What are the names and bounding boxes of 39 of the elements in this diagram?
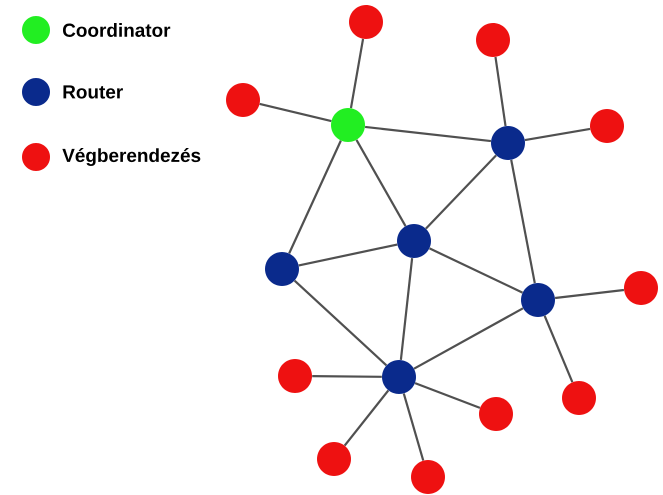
node-circle bbox=[624, 271, 658, 305]
connector-line bbox=[425, 154, 497, 230]
node-circle bbox=[397, 224, 431, 258]
node-circle bbox=[278, 359, 312, 393]
node-circle bbox=[349, 5, 383, 39]
node-circle bbox=[265, 252, 299, 286]
connector-line bbox=[554, 288, 624, 300]
connector-line bbox=[402, 393, 424, 461]
connector-line bbox=[414, 307, 524, 370]
node-circle bbox=[226, 83, 260, 117]
connector-line bbox=[298, 243, 398, 266]
connector-line bbox=[414, 382, 480, 409]
connector-line bbox=[429, 247, 523, 294]
node-circle bbox=[479, 397, 513, 431]
connector-line bbox=[400, 258, 414, 360]
legend-label: Coordinator bbox=[63, 23, 170, 37]
connector-line bbox=[356, 139, 406, 227]
legend-label: Végberendezés bbox=[62, 148, 200, 166]
legend-label: Router bbox=[63, 85, 123, 99]
node-circle bbox=[491, 126, 525, 160]
connector-line bbox=[312, 375, 382, 378]
node-circle bbox=[562, 381, 596, 415]
node-circle bbox=[317, 442, 351, 476]
connector-line bbox=[494, 56, 507, 126]
connector-line bbox=[364, 126, 492, 142]
connector-line bbox=[294, 280, 388, 366]
node-circle bbox=[382, 360, 416, 394]
node-circle bbox=[476, 23, 510, 57]
node-circle bbox=[521, 283, 555, 317]
connector-line bbox=[259, 102, 332, 122]
connector-line bbox=[510, 160, 536, 284]
node-circle bbox=[331, 108, 365, 142]
node-circle bbox=[590, 109, 624, 143]
connector-line bbox=[524, 128, 590, 142]
connector-line bbox=[344, 390, 390, 446]
node-circle bbox=[411, 460, 445, 494]
connector-line bbox=[350, 38, 364, 108]
connector-line bbox=[288, 140, 342, 254]
connector-line bbox=[544, 315, 574, 383]
